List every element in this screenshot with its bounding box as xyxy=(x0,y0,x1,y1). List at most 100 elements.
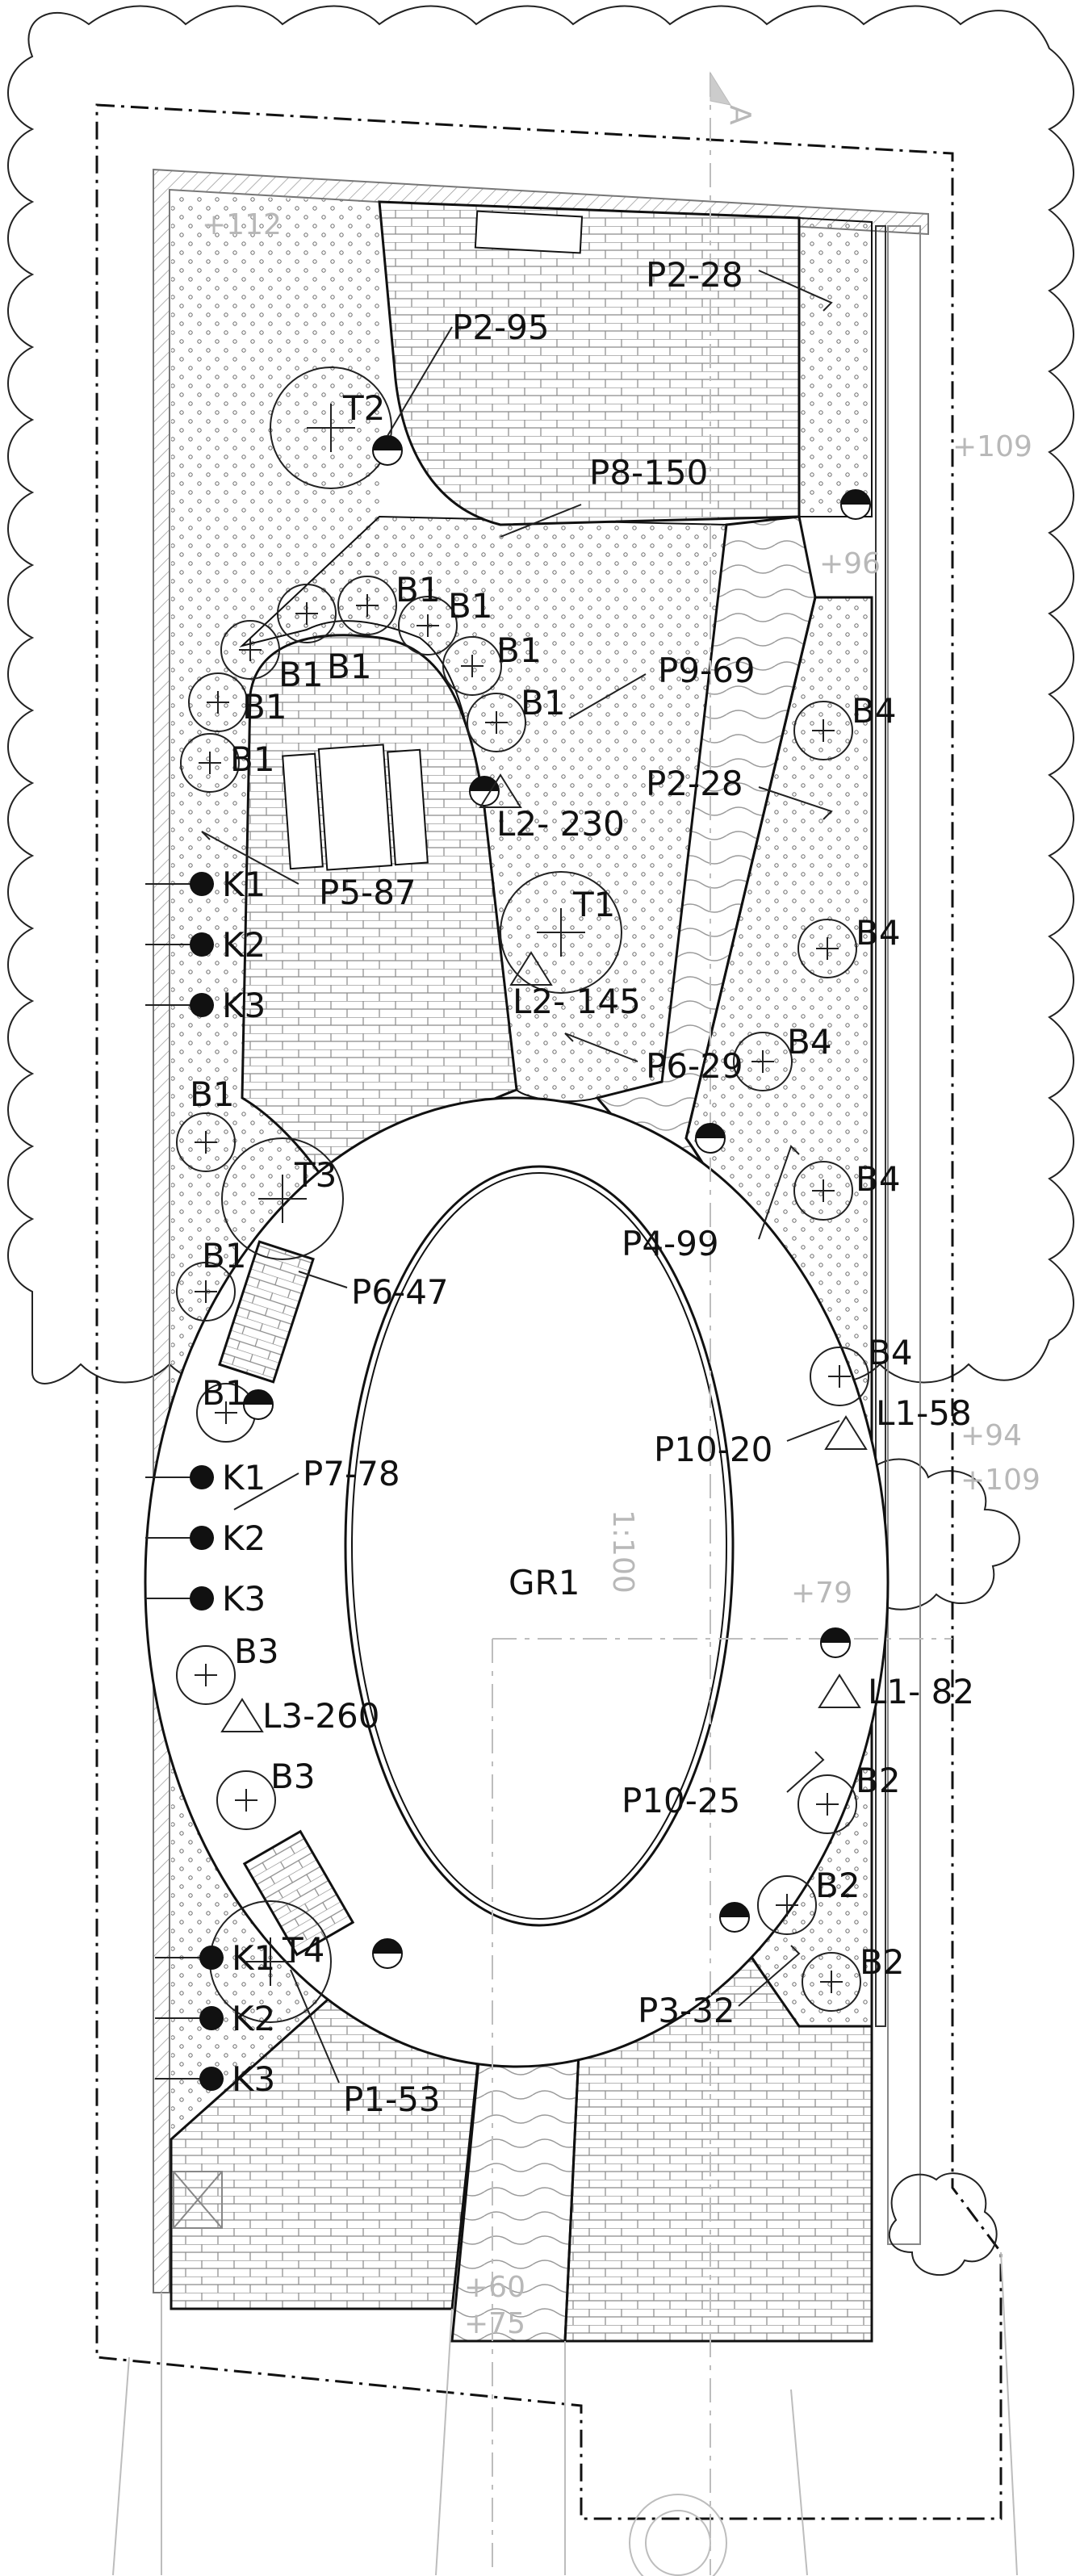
elev-60: +60 xyxy=(464,2271,525,2304)
elev-96: +96 xyxy=(819,547,881,580)
elev-94: +94 xyxy=(961,1419,1022,1452)
label-l2-230: L2- 230 xyxy=(496,804,625,844)
utility-box-cross xyxy=(173,2171,223,2229)
boulders xyxy=(145,872,224,2091)
utility-box xyxy=(173,2171,223,2229)
shrub-b4 xyxy=(733,1032,793,1091)
tree-t3 xyxy=(221,1137,344,1260)
shrub-b2 xyxy=(757,1875,817,1935)
label-p5-87: P5-87 xyxy=(319,873,417,912)
label-b3: B3 xyxy=(234,1631,279,1671)
east-wall-inner xyxy=(875,225,886,2027)
label-t2: T2 xyxy=(342,388,385,428)
label-gr1: GR1 xyxy=(509,1563,580,1602)
building-outline-south xyxy=(112,2251,1018,2576)
benches-west xyxy=(282,743,429,871)
label-p2-28-mid: P2-28 xyxy=(646,764,743,803)
label-k1: K1 xyxy=(232,1938,275,1978)
elev-75: +75 xyxy=(464,2307,525,2340)
label-k2: K2 xyxy=(222,925,266,965)
label-p6-29: P6-29 xyxy=(646,1046,743,1086)
label-b1: B1 xyxy=(242,687,287,727)
shrub-b4 xyxy=(810,1347,869,1406)
boulder-k2 xyxy=(155,2006,224,2030)
light-fixture xyxy=(820,1627,851,1658)
shrubs-b2-b3 xyxy=(176,1645,861,2012)
boundary-wall xyxy=(153,168,929,2293)
label-p4-99: P4-99 xyxy=(622,1224,719,1263)
label-k1: K1 xyxy=(222,865,266,904)
label-b4: B4 xyxy=(856,1159,901,1199)
label-p3-32: P3-32 xyxy=(638,1991,735,2030)
shrub-cluster-east xyxy=(888,2172,998,2276)
shrub-b1 xyxy=(176,1112,236,1172)
shrub-b3 xyxy=(176,1645,236,1705)
fountain-south xyxy=(629,2494,727,2576)
label-b1: B1 xyxy=(202,1236,247,1275)
label-t1: T1 xyxy=(572,885,615,924)
shrub-b1 xyxy=(277,584,337,643)
shrub-b1 xyxy=(467,693,526,752)
planter-west xyxy=(218,1240,315,1384)
elev-109b: +109 xyxy=(961,1464,1040,1497)
light-markers xyxy=(220,773,868,1732)
light-fixture xyxy=(243,1389,274,1420)
elev-109a: +109 xyxy=(952,430,1032,463)
label-p2-95: P2-95 xyxy=(452,308,550,347)
planter-south xyxy=(242,1829,355,1957)
label-b4: B4 xyxy=(856,913,901,953)
label-b1: B1 xyxy=(448,586,493,626)
light-fixtures xyxy=(243,435,871,1969)
light-fixture xyxy=(372,435,403,466)
shrub-b1 xyxy=(337,576,397,635)
boulder-k1 xyxy=(145,872,214,896)
boulder-k3 xyxy=(145,1586,214,1611)
label-b1: B1 xyxy=(278,655,324,694)
label-b1: B1 xyxy=(202,1373,247,1413)
label-p8-150: P8-150 xyxy=(589,453,708,492)
shrub-b2 xyxy=(802,1952,861,2012)
label-p7-78: P7-78 xyxy=(303,1454,400,1493)
label-b4: B4 xyxy=(852,691,897,731)
label-b1: B1 xyxy=(190,1074,235,1114)
label-t4: T4 xyxy=(282,1930,324,1970)
section-arrow xyxy=(710,71,732,106)
label-b1: B1 xyxy=(396,570,441,609)
label-l3-260: L3-260 xyxy=(262,1696,379,1736)
label-b1: B1 xyxy=(496,630,542,670)
tree-t1 xyxy=(500,871,622,994)
label-k2: K2 xyxy=(232,1999,275,2038)
light-fixture xyxy=(469,776,500,806)
label-p10-25: P10-25 xyxy=(622,1781,740,1820)
label-l1-82: L1- 82 xyxy=(868,1672,974,1711)
elev-112: +112 xyxy=(202,208,282,241)
lawn-ellipse xyxy=(344,1165,735,1927)
label-b4: B4 xyxy=(868,1333,913,1372)
label-k1: K1 xyxy=(222,1458,266,1497)
boulder-k2 xyxy=(145,1526,214,1550)
label-b2: B2 xyxy=(815,1866,860,1905)
label-b3: B3 xyxy=(270,1757,316,1796)
boulder-k2 xyxy=(145,932,214,957)
label-p1-53: P1-53 xyxy=(343,2080,441,2119)
property-boundary xyxy=(95,103,1003,2520)
shrubs-b4 xyxy=(733,701,869,1406)
leader-lines xyxy=(201,270,840,2084)
shrub-b2 xyxy=(797,1774,857,1834)
shrub-b1 xyxy=(176,1262,236,1322)
label-b1: B1 xyxy=(521,683,566,723)
label-l2-145: L2- 145 xyxy=(513,982,641,1021)
shrub-b1 xyxy=(220,620,280,680)
label-k3: K3 xyxy=(222,986,266,1025)
planting-bed-north-strip xyxy=(798,216,873,517)
label-l1-58: L1-58 xyxy=(876,1393,972,1433)
north-label: A xyxy=(723,105,756,125)
label-b1: B1 xyxy=(327,647,372,686)
shrub-b3 xyxy=(216,1770,276,1830)
paving-terrace-north xyxy=(378,200,801,526)
boulder-k3 xyxy=(145,993,214,1017)
label-p6-47: P6-47 xyxy=(351,1272,449,1312)
label-p10-20: P10-20 xyxy=(654,1430,772,1469)
